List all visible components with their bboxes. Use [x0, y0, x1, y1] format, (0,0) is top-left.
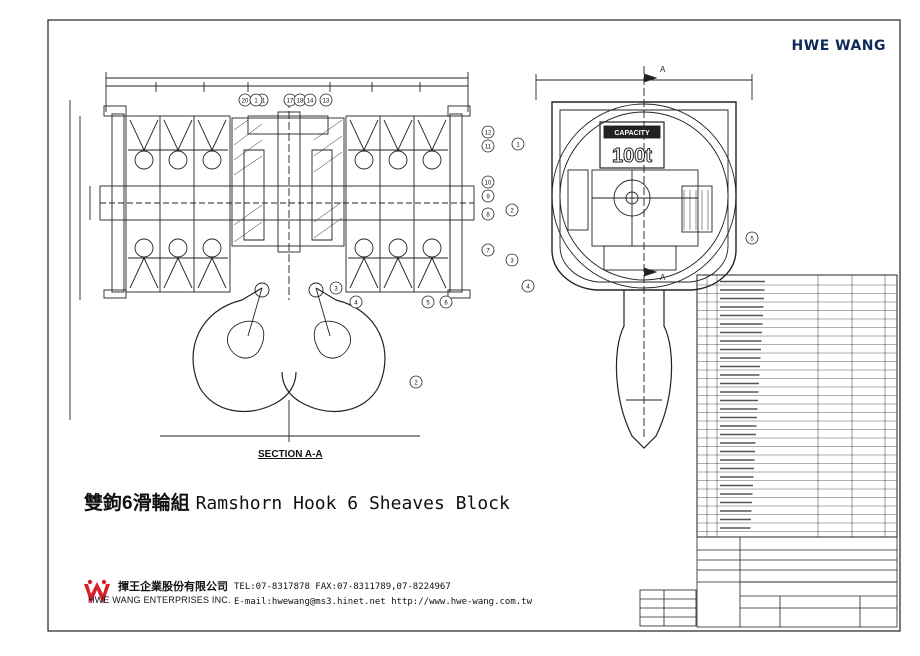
capacity-value: 100t — [612, 145, 652, 167]
callout-number: 10 — [485, 181, 492, 187]
callout-number: 3 — [334, 287, 338, 293]
callout-bubble — [481, 189, 495, 203]
callout-bubble — [481, 207, 495, 221]
callout-bubble — [349, 295, 363, 309]
callout-number: 5 — [750, 237, 754, 243]
callout-bubble — [421, 295, 435, 309]
callout-bubble — [409, 375, 423, 389]
callout-number: 3 — [510, 259, 514, 265]
callout-number: 13 — [323, 99, 330, 105]
callout-bubble — [745, 231, 759, 245]
callout-bubble — [505, 203, 519, 217]
callout-number: 5 — [426, 301, 430, 307]
callout-bubble — [329, 281, 343, 295]
callout-number: 9 — [486, 195, 490, 201]
callout-bubble — [511, 137, 525, 151]
company-name-en: HWE WANG ENTERPRISES INC. — [88, 595, 231, 605]
brand-logo-text: HWE WANG — [791, 38, 886, 54]
view-marker-bottom: A — [660, 273, 666, 282]
capacity-label: CAPACITY — [614, 130, 650, 137]
callout-bubble — [481, 125, 495, 139]
company-block: 揮王企業股份有限公司 HWE WANG ENTERPRISES INC. TEL… — [82, 578, 602, 614]
callout-number: 7 — [486, 249, 490, 255]
callout-number: 11 — [485, 145, 492, 151]
callout-number: 1 — [254, 99, 258, 105]
callout-bubble — [439, 295, 453, 309]
caption-en: Ramshorn Hook 6 Sheaves Block — [195, 493, 510, 514]
callout-number: 6 — [444, 301, 448, 307]
callout-number: 2 — [414, 381, 418, 387]
callout-number: 12 — [485, 131, 492, 137]
callout-bubble — [505, 253, 519, 267]
callout-number: 20 — [242, 99, 249, 105]
callout-number: 4 — [354, 301, 358, 307]
callout-bubble — [319, 93, 333, 107]
callout-bubble — [521, 279, 535, 293]
callout-bubble — [303, 93, 317, 107]
callout-number: 18 — [297, 99, 304, 105]
callouts-left: 202117181413121110987654321 — [238, 93, 495, 389]
callout-number: 4 — [526, 285, 530, 291]
left-sheaves — [125, 115, 231, 293]
callout-number: 1 — [516, 143, 520, 149]
callout-number: 21 — [259, 99, 266, 105]
section-view — [69, 72, 475, 442]
right-sheaves — [345, 115, 451, 293]
callout-bubble — [481, 175, 495, 189]
end-view — [535, 66, 753, 449]
section-label: SECTION A-A — [258, 449, 323, 460]
caption-zh: 雙鉤6滑輪組 — [84, 493, 190, 514]
callouts-right: 1 2 3 4 5 — [505, 137, 759, 293]
title-block — [639, 536, 898, 628]
callout-number: 14 — [307, 99, 314, 105]
callout-number: 17 — [287, 99, 294, 105]
sheet-border — [47, 19, 901, 632]
company-phone: TEL:07-8317878 FAX:07-8311789,07-8224967 — [234, 582, 451, 592]
company-contact: E-mail:hwewang@ms3.hinet.net http://www.… — [234, 597, 533, 607]
callout-bubble — [249, 93, 263, 107]
callout-bubble — [481, 139, 495, 153]
view-marker-top: A — [660, 65, 666, 74]
callout-number: 2 — [510, 209, 514, 215]
table-rows — [697, 280, 897, 532]
company-name-zh: 揮王企業股份有限公司 — [118, 581, 228, 593]
callout-bubble — [481, 243, 495, 257]
company-logo-icon — [84, 579, 110, 604]
parts-list-table — [696, 274, 898, 538]
callout-number: 8 — [486, 213, 490, 219]
